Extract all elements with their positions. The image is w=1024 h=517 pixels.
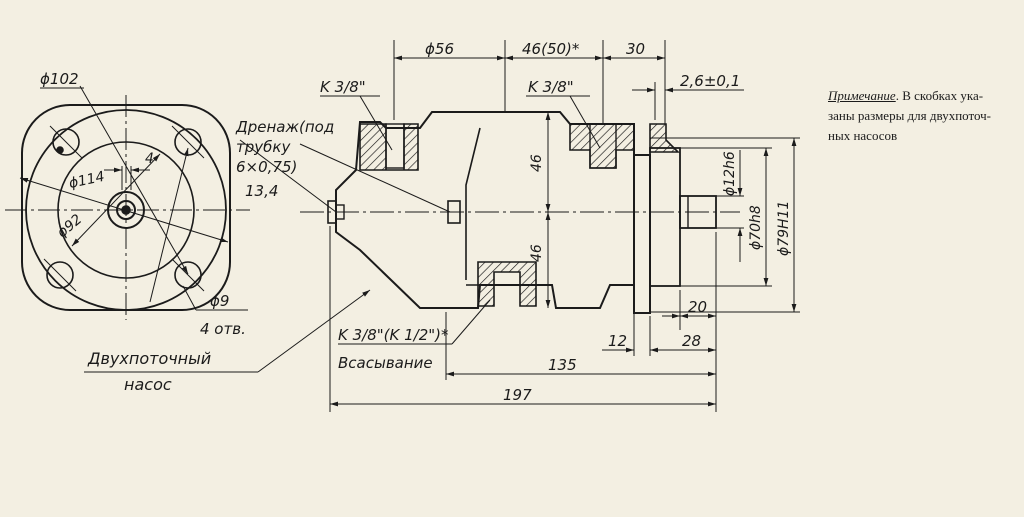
bolt-hole-bl bbox=[46, 261, 74, 289]
port-suction-section bbox=[477, 261, 537, 307]
note-line-1: В скобках ука- bbox=[902, 88, 984, 103]
dim-dia-9: ϕ9 bbox=[210, 292, 229, 310]
port-right-section bbox=[569, 123, 635, 169]
bolt-hole-br bbox=[174, 261, 202, 289]
note-title: Примечание bbox=[828, 88, 896, 103]
side-view-labels: ϕ56 46(50)* 30 2,6±0,1 46 46 ϕ12h6 ϕ70h8… bbox=[87, 40, 792, 404]
note-line-2: заны размеры для двухпоточ- bbox=[828, 108, 992, 123]
suction-label: Всасывание bbox=[338, 354, 433, 372]
port-right-label: K 3/8" bbox=[528, 78, 574, 96]
suction-port-label: K 3/8"(K 1/2")* bbox=[338, 326, 449, 344]
pump-label-1: Двухпоточный bbox=[87, 349, 211, 368]
drain-label-2: трубку bbox=[236, 138, 291, 156]
dim-12: 12 bbox=[608, 332, 627, 350]
dim-46-top: 46 bbox=[529, 154, 545, 172]
drain-label-3: 6×0,75) bbox=[236, 158, 297, 176]
dim-135: 135 bbox=[548, 356, 577, 374]
dim-dia-56: ϕ56 bbox=[425, 40, 454, 58]
drain-label-4: 13,4 bbox=[245, 182, 278, 200]
flange-lip bbox=[649, 147, 681, 287]
note-line-3: ных насосов bbox=[828, 128, 898, 143]
port-left-label: K 3/8" bbox=[320, 78, 366, 96]
dim-20: 20 bbox=[688, 298, 707, 316]
dim-197: 197 bbox=[503, 386, 532, 404]
bolt-hole-tl bbox=[52, 128, 80, 156]
pump-label-2: насос bbox=[124, 375, 172, 394]
dim-28: 28 bbox=[682, 332, 701, 350]
dim-46-bottom: 46 bbox=[529, 244, 545, 262]
mounting-flange bbox=[633, 154, 651, 314]
dim-2-6: 2,6±0,1 bbox=[680, 72, 740, 90]
dim-dia-102: ϕ102 bbox=[40, 70, 79, 88]
dim-46-50: 46(50)* bbox=[522, 40, 580, 58]
dim-dia-114: ϕ114 bbox=[68, 169, 107, 192]
dim-dia-12h6: ϕ12h6 bbox=[722, 151, 738, 196]
dim-dia-79h11: ϕ79H11 bbox=[776, 201, 792, 256]
drawing-note: Примечание. В скобках ука- заны размеры … bbox=[828, 88, 992, 143]
drain-label-1: Дренаж(под bbox=[235, 118, 334, 136]
side-dimension-lines bbox=[84, 40, 800, 412]
side-view bbox=[300, 111, 740, 314]
dim-4: 4 bbox=[145, 151, 154, 167]
holes-count: 4 отв. bbox=[200, 320, 246, 338]
dim-dia-70h8: ϕ70h8 bbox=[748, 205, 764, 250]
dim-30: 30 bbox=[626, 40, 645, 58]
front-view bbox=[5, 85, 250, 320]
port-left-section bbox=[359, 123, 419, 171]
